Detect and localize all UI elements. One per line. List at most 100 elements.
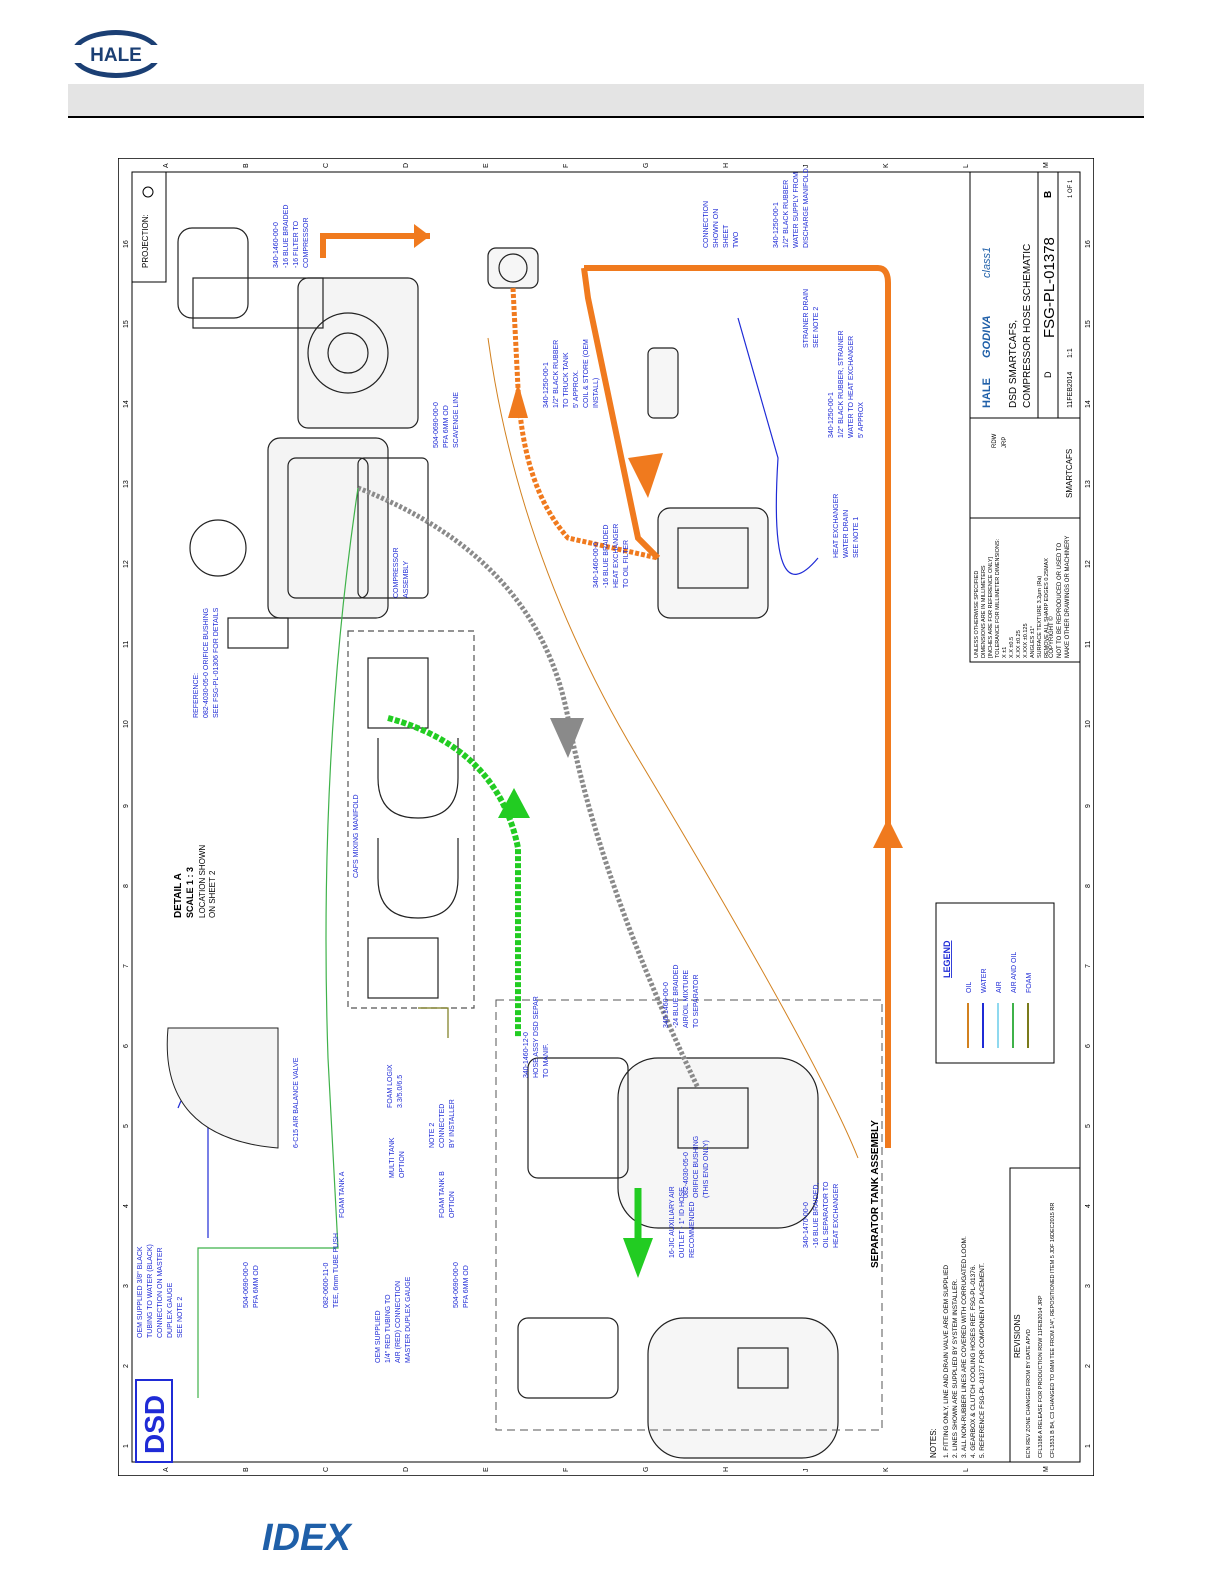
green-arrow-1 xyxy=(498,788,530,818)
callout-oem-red-line: 1/4" RED TUBING TO xyxy=(385,1294,392,1363)
callout-connection-sheet2-line: SHOWN ON xyxy=(713,209,720,248)
callout-compressor-hose-line: -16 BLUE BRAIDED xyxy=(283,205,290,268)
callout-tee-line: 082-0600-11-0 xyxy=(323,1262,330,1308)
grey-arrow xyxy=(550,718,584,758)
green-arrow-2 xyxy=(623,1238,653,1278)
callout-pfa-1-line: PFA 6MM OD xyxy=(253,1265,260,1308)
note-item: 1. FITTING ONLY, LINE AND DRAIN VALVE AR… xyxy=(943,1265,950,1458)
legend-label: OIL xyxy=(966,982,973,993)
grid-col-left-6: 6 xyxy=(123,1044,130,1048)
grid-col-left-13: 13 xyxy=(123,480,130,488)
callout-truck-tank-line: INSTALL) xyxy=(593,378,600,408)
callout-air-oil-mixture-line: AIR/OIL MIXTURE xyxy=(683,970,690,1028)
brand-hale: HALE xyxy=(981,378,993,408)
callout-pfa-2-line: 504-0690-00-0 xyxy=(453,1262,460,1308)
orange-arrow-3 xyxy=(508,383,528,418)
callout-oem-black-line: SEE NOTE 2 xyxy=(177,1297,184,1338)
grid-row-bottom-F: F xyxy=(563,1468,570,1472)
callout-hose-assy-line: TO MANIF. xyxy=(543,1043,550,1078)
callout-separator-hose-line: OIL SEPARATOR TO xyxy=(823,1181,830,1248)
callout-heat-exchanger-drain-line: HEAT EXCHANGER xyxy=(833,494,840,558)
dsd-stamp: DSD xyxy=(135,1379,173,1463)
callout-strainer-drain-line: SEE NOTE 2 xyxy=(813,307,820,348)
green-thin-line xyxy=(197,487,359,1398)
callout-separator-hose-line: 340-1470-00-0 xyxy=(803,1202,810,1248)
revision-table: REVISIONS ECN REV ZONE CHANGED FROM BY D… xyxy=(1009,1167,1081,1463)
callout-note2-installer-line: CONNECTED xyxy=(439,1104,446,1148)
callout-hose-assy-line: HOSE ASSY DSD SEPAR xyxy=(533,996,540,1078)
blue-water-line xyxy=(737,317,819,575)
callout-compressor-assembly-line: COMPRESSOR xyxy=(393,547,400,598)
callout-foam-logix-line: FOAM LOGIX xyxy=(387,1064,394,1108)
callout-heat-exchanger-hose-line: TO OIL FILTER xyxy=(623,540,630,588)
grid-col-right-9: 9 xyxy=(1085,804,1092,808)
green-hose-manifold xyxy=(387,715,521,1038)
callout-cafs-manifold-line: CAFS MIXING MANIFOLD xyxy=(353,794,360,878)
grid-col-right-8: 8 xyxy=(1085,884,1092,888)
grid-row-bottom-H: H xyxy=(723,1467,730,1472)
sheet-inner-frame xyxy=(131,171,1081,1463)
orange-arrow-4 xyxy=(628,453,663,498)
callout-aux-air-line: OUTLET - 1" ID HOSE xyxy=(679,1187,686,1258)
tolerance-line: REMOVE ALL SHARP EDGES 0.25MAX xyxy=(1044,558,1050,658)
callout-pfa-1-line: 504-0690-00-0 xyxy=(243,1262,250,1308)
tolerance-line: UNLESS OTHERWISE SPECIFIED xyxy=(974,571,980,658)
legend-label: AIR xyxy=(996,981,1003,993)
callout-multi-tank-line: OPTION xyxy=(399,1151,406,1178)
copyright-line: MAKE OTHER DRAWINGS OR MACHINERY xyxy=(1065,536,1071,658)
grid-col-left-7: 7 xyxy=(123,964,130,968)
legend-label: FOAM xyxy=(1026,973,1033,993)
callout-foam-tank-a-line: FOAM TANK A xyxy=(339,1171,346,1218)
callout-aux-air-line: RECOMMENDED xyxy=(689,1202,696,1258)
grid-row-top-L: L xyxy=(963,164,970,168)
grid-row-top-F: F xyxy=(563,164,570,168)
callout-heat-exchanger-hose-line: 340-1460-00-0 xyxy=(593,542,600,588)
grid-col-right-11: 11 xyxy=(1085,641,1092,648)
grid-row-bottom-D: D xyxy=(403,1467,410,1472)
callout-foam-tank-b-line: OPTION xyxy=(449,1191,456,1218)
grid-row-bottom-G: G xyxy=(643,1467,650,1472)
drawn-value: RDW xyxy=(992,433,998,448)
callout-truck-tank-line: 5' APPROX. xyxy=(573,370,580,408)
revision-row: CFL3186 A RELEASE FOR PRODUCTION RDW 11F… xyxy=(1038,1295,1044,1458)
grid-row-top-H: H xyxy=(723,163,730,168)
grid-col-left-8: 8 xyxy=(123,884,130,888)
callout-oem-black-line: CONNECTION ON MASTER xyxy=(157,1247,164,1338)
tolerance-line: [INCHES ARE FOR REFERENCE ONLY] xyxy=(988,556,994,658)
callout-separator-hose-line: -16 BLUE BRAIDED, xyxy=(813,1183,820,1248)
grid-col-right-10: 10 xyxy=(1085,720,1092,728)
grid-row-top-K: K xyxy=(883,163,890,168)
grid-col-left-10: 10 xyxy=(123,720,130,728)
detail-title: DETAIL A xyxy=(173,873,184,918)
grid-col-right-14: 14 xyxy=(1085,400,1092,408)
hale-logo: HALE xyxy=(70,30,162,78)
grid-row-top-D: D xyxy=(403,163,410,168)
callout-water-supply-line: DISCHARGE MANIFOLD xyxy=(803,168,810,248)
grid-row-top-A: A xyxy=(163,163,170,168)
grid-col-left-1: 1 xyxy=(123,1444,130,1448)
grid-row-top-J: J xyxy=(803,165,810,169)
tolerance-line: SURFACE TEXTURE 3.2μm (Ra) xyxy=(1037,576,1043,658)
revisions-title: REVISIONS xyxy=(1013,1314,1022,1358)
grid-col-right-4: 4 xyxy=(1085,1204,1092,1208)
hale-logo-text: HALE xyxy=(90,45,142,66)
detail-location-2: ON SHEET 2 xyxy=(208,870,217,918)
callout-compressor-hose-line: COMPRESSOR xyxy=(303,217,310,268)
projection-label: PROJECTION: xyxy=(141,214,150,268)
grid-row-top-E: E xyxy=(483,163,490,168)
approved-value: JRP xyxy=(1002,437,1008,448)
tolerance-line: X.XXX ±0.125 xyxy=(1023,623,1029,658)
notes-items: 1. FITTING ONLY, LINE AND DRAIN VALVE AR… xyxy=(943,1236,986,1458)
grid-col-left-16: 16 xyxy=(123,240,130,248)
callout-oem-black-line: DUPLEX GAUGE xyxy=(167,1282,174,1338)
tolerance-line: DIMENSIONS ARE IN MILLIMETERS xyxy=(981,565,987,658)
grid-col-left-3: 3 xyxy=(123,1284,130,1288)
callout-scavenge-line: 504-0690-00-0 xyxy=(433,402,440,448)
tolerance-line: TOLERANCE FOR MILLIMETER DIMENSIONS: xyxy=(995,538,1001,658)
callout-strainer-drain-line: STRAINER DRAIN xyxy=(803,289,810,348)
